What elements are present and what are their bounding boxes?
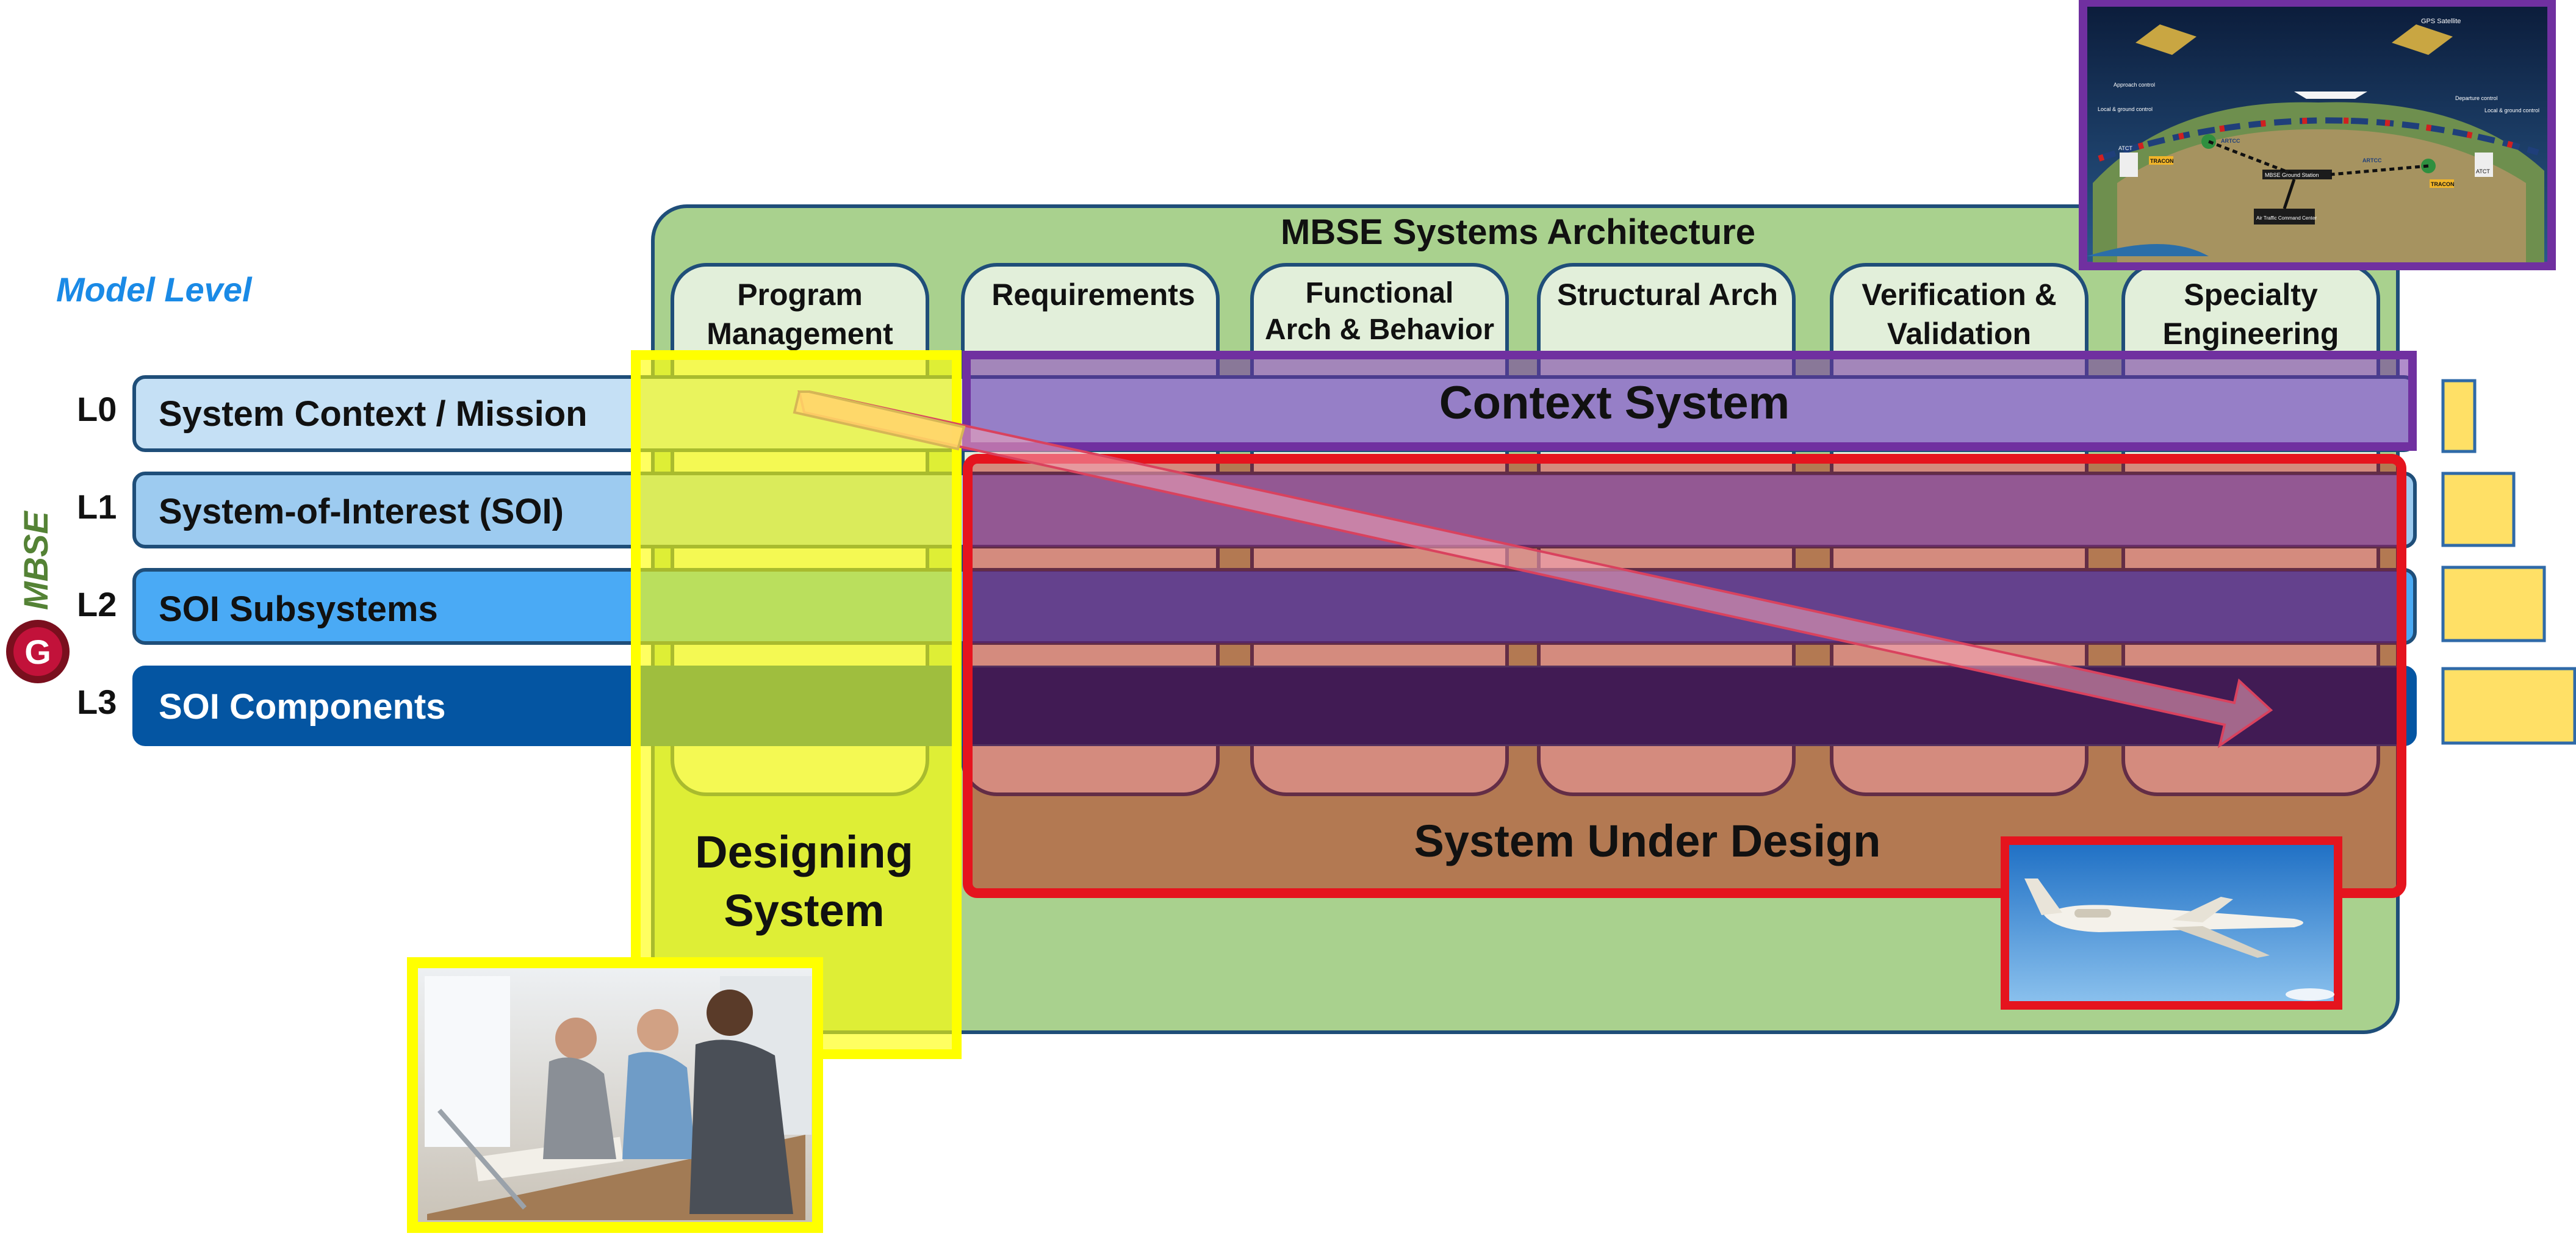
business-jet-photo <box>2001 836 2342 1010</box>
map-label: MBSE Ground Station <box>2265 172 2319 178</box>
logo-letter: G <box>24 633 51 671</box>
level-name: System-of-Interest (SOI) <box>159 492 564 531</box>
level-name: SOI Components <box>159 687 445 727</box>
context-system-label: Context System <box>1439 377 1790 429</box>
level-code: L2 <box>77 585 117 623</box>
scale-indicator-l2 <box>2441 566 2546 642</box>
scale-indicator-l0 <box>2441 379 2477 453</box>
column-label: Validation <box>1887 317 2031 351</box>
map-label: ATCT <box>2476 168 2490 174</box>
column-label: Functional <box>1306 277 1454 309</box>
level-code: L1 <box>77 487 117 526</box>
g-logo: G <box>6 620 70 683</box>
context-system-band <box>962 351 2417 451</box>
map-label: ARTCC <box>2362 157 2382 163</box>
engineers-photo <box>407 957 823 1233</box>
model-level-heading: Model Level <box>56 270 253 309</box>
level-code: L3 <box>77 683 117 721</box>
level-name: System Context / Mission <box>159 394 588 434</box>
map-label: Local & ground control <box>2484 107 2539 113</box>
mbse-side-label: MBSE <box>16 511 55 610</box>
map-label: ATCT <box>2118 145 2132 151</box>
gps-air-traffic-photo: GPS Satellite Approach control Departure… <box>2079 0 2556 270</box>
scale-indicator-l1 <box>2441 472 2516 547</box>
system-under-design-label: System Under Design <box>1414 816 1881 866</box>
architecture-title: MBSE Systems Architecture <box>1281 212 1755 252</box>
column-label: Engineering <box>2163 317 2339 351</box>
column-label: Arch & Behavior <box>1265 314 1494 346</box>
designing-system-label: System <box>724 885 884 936</box>
map-label: TRACON <box>2150 158 2174 164</box>
map-label: Approach control <box>2114 82 2155 88</box>
column-label: Management <box>707 317 893 351</box>
map-label: Air Traffic Command Center <box>2256 215 2317 221</box>
column-label: Program <box>737 278 863 312</box>
design-flow-arrow <box>793 390 2273 749</box>
map-label: Local & ground control <box>2098 106 2153 112</box>
designing-system-box <box>631 350 962 1059</box>
map-label: TRACON <box>2431 181 2455 187</box>
column-label: Requirements <box>991 278 1195 312</box>
column-label: Verification & <box>1862 278 2057 312</box>
level-name: SOI Subsystems <box>159 589 438 629</box>
level-code: L0 <box>77 390 117 428</box>
map-label: Departure control <box>2455 95 2498 101</box>
column-label: Structural Arch <box>1557 278 1778 312</box>
designing-system-label: Designing <box>695 827 913 877</box>
map-label: GPS Satellite <box>2421 18 2461 25</box>
map-label: ARTCC <box>2221 138 2240 144</box>
scale-indicator-l3 <box>2441 667 2576 745</box>
column-label: Specialty <box>2184 278 2318 312</box>
